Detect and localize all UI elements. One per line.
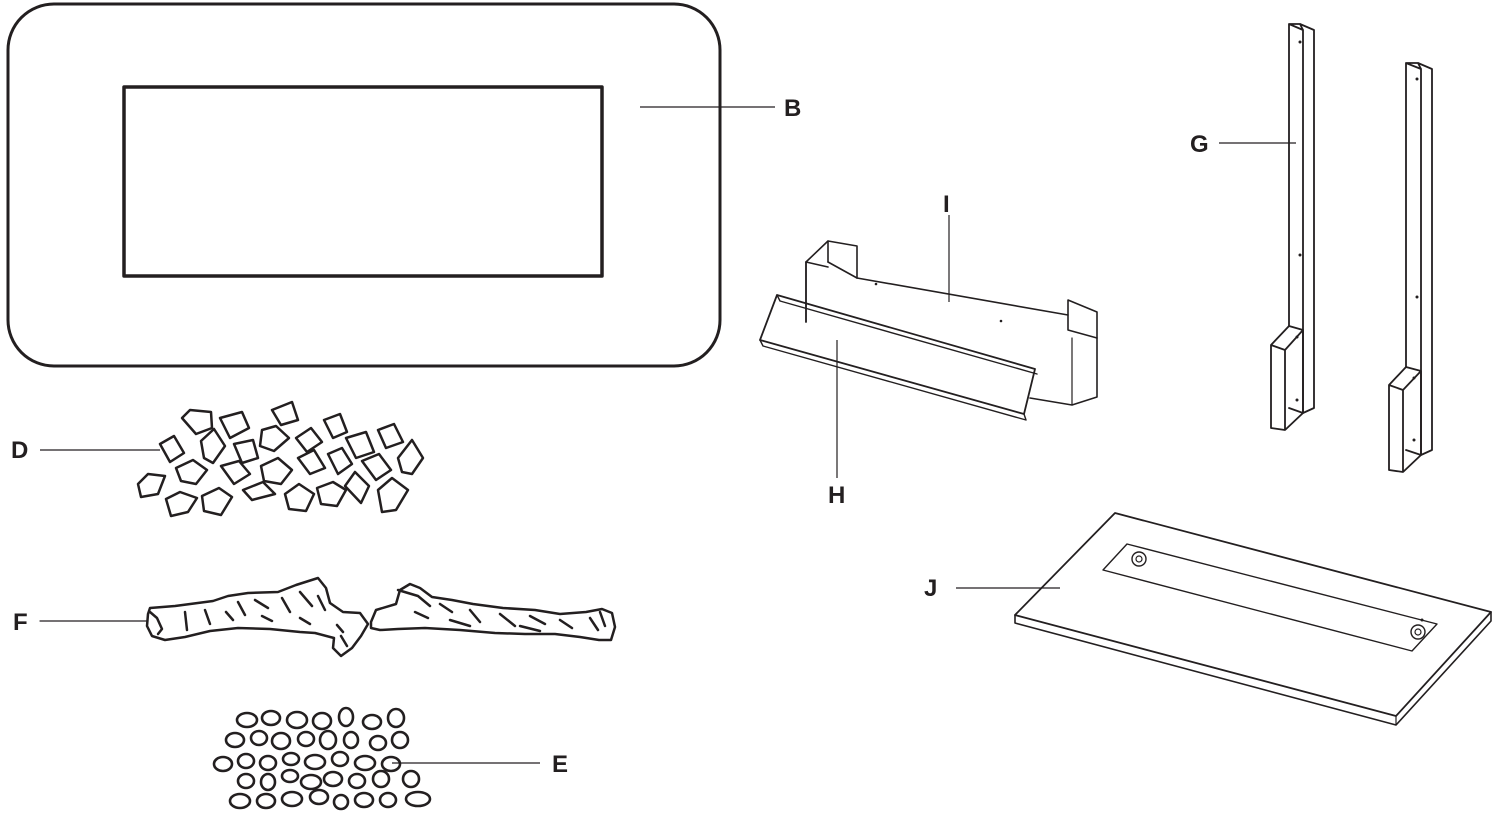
part-e-pebble-stones [212,706,540,811]
label-h: H [828,482,845,509]
part-j-base-plate: J [924,512,1492,726]
part-h-front-trim: H [759,294,1038,509]
label-b: B [784,95,801,122]
part-i-ember-tray: I [805,191,1098,406]
label-j: J [924,575,937,602]
label-g: G [1190,131,1209,158]
part-d-crystal-pieces [40,400,425,518]
label-d: D [11,437,28,464]
part-f-decorative-logs [39,576,617,658]
label-f: F [13,609,28,636]
label-i: I [943,191,950,218]
part-g-side-legs: G [1190,23,1433,473]
part-b-glass-panel: B [6,2,801,368]
label-e: E [552,751,568,778]
